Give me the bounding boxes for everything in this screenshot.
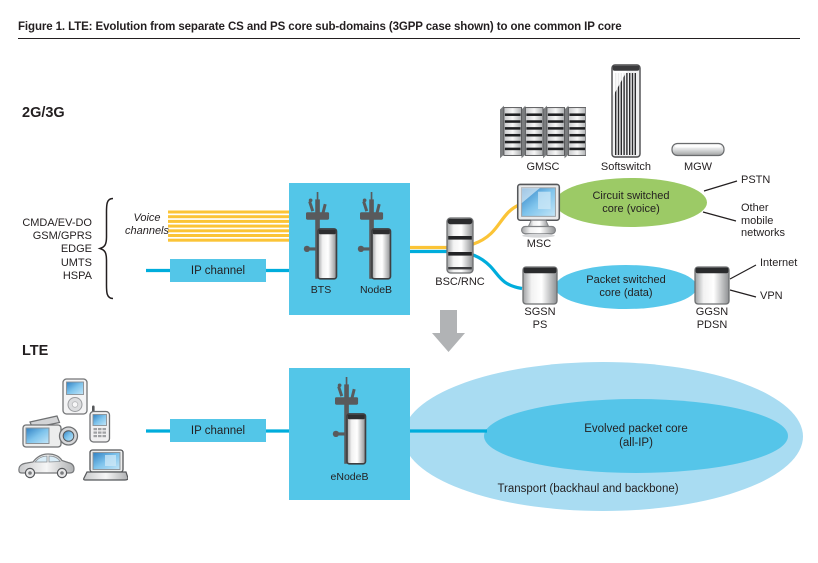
bsc-rnc-label: BSC/RNC [435,276,485,288]
sgsn-icon [522,265,558,305]
section-label-2g3g: 2G/3G [22,105,65,121]
gmsc-icon [500,105,586,159]
media-player-icon [62,378,88,415]
voice-channel-lines [168,210,289,242]
tech-item: UMTS [60,256,92,269]
tech-item: GSM/GPRS [32,230,92,243]
nodeb-label: NodeB [359,284,393,296]
brace [97,197,114,300]
bts-nodeb-box: BTS NodeB [289,183,410,315]
section-label-lte: LTE [22,343,49,359]
antenna-mast-icon [296,192,340,288]
packet-switched-core-ellipse: Packet switched core (data) [555,265,697,309]
mgw-icon [671,142,725,157]
msc-icon [514,183,564,241]
title-rule [18,38,800,39]
evolved-packet-core-ellipse: Evolved packet core (all-IP) [484,399,788,473]
tech-item: EDGE [60,243,92,256]
circuit-switched-core-ellipse: Circuit switched core (voice) [555,178,707,227]
enodeb-box: eNodeB [289,368,410,500]
antenna-mast-icon [325,377,369,473]
cs-core-links [702,180,738,222]
bsc-rnc-icon [446,216,474,274]
voice-channels-label: Voice channels [124,212,170,237]
mgw-label: MGW [683,161,713,173]
msc-label: MSC [526,238,552,250]
technology-list: CMDA/EV-DO GSM/GPRS EDGE UMTS HSPA [10,217,92,283]
ip-channel-label: IP channel [190,424,246,437]
mobile-phone-icon [89,405,111,443]
packet-switched-core-label: Packet switched core (data) [586,274,666,299]
ggsn-label: GGSN PDSN [695,306,729,331]
ip-channel-box-lte: IP channel [170,419,266,442]
ggsn-links [729,264,757,298]
ip-channel-label: IP channel [190,264,246,277]
figure-title: Figure 1. LTE: Evolution from separate C… [18,21,622,33]
tech-item: CMDA/EV-DO [22,217,92,229]
ggsn-icon [694,265,730,305]
transport-label: Transport (backhaul and backbone) [497,483,679,495]
gmsc-label: GMSC [526,161,560,173]
circuit-switched-core-label: Circuit switched core (voice) [592,189,670,215]
antenna-mast-icon [350,192,394,288]
softswitch-label: Softswitch [600,161,652,173]
enodeb-label: eNodeB [330,471,369,483]
vpn-label: VPN [760,290,783,302]
car-icon [16,450,76,480]
softswitch-icon [611,64,641,158]
ip-channel-box-2g: IP channel [170,259,266,282]
evolved-packet-core-label: Evolved packet core (all-IP) [584,423,688,449]
tech-item: HSPA [62,269,92,282]
camcorder-icon [21,415,79,451]
other-mobile-networks-label: Other mobile networks [741,202,786,239]
bts-label: BTS [310,284,332,296]
pstn-label: PSTN [741,174,771,186]
internet-label: Internet [760,257,798,269]
laptop-icon [82,449,128,483]
down-arrow-icon [432,310,465,352]
sgsn-label: SGSN PS [524,306,556,331]
